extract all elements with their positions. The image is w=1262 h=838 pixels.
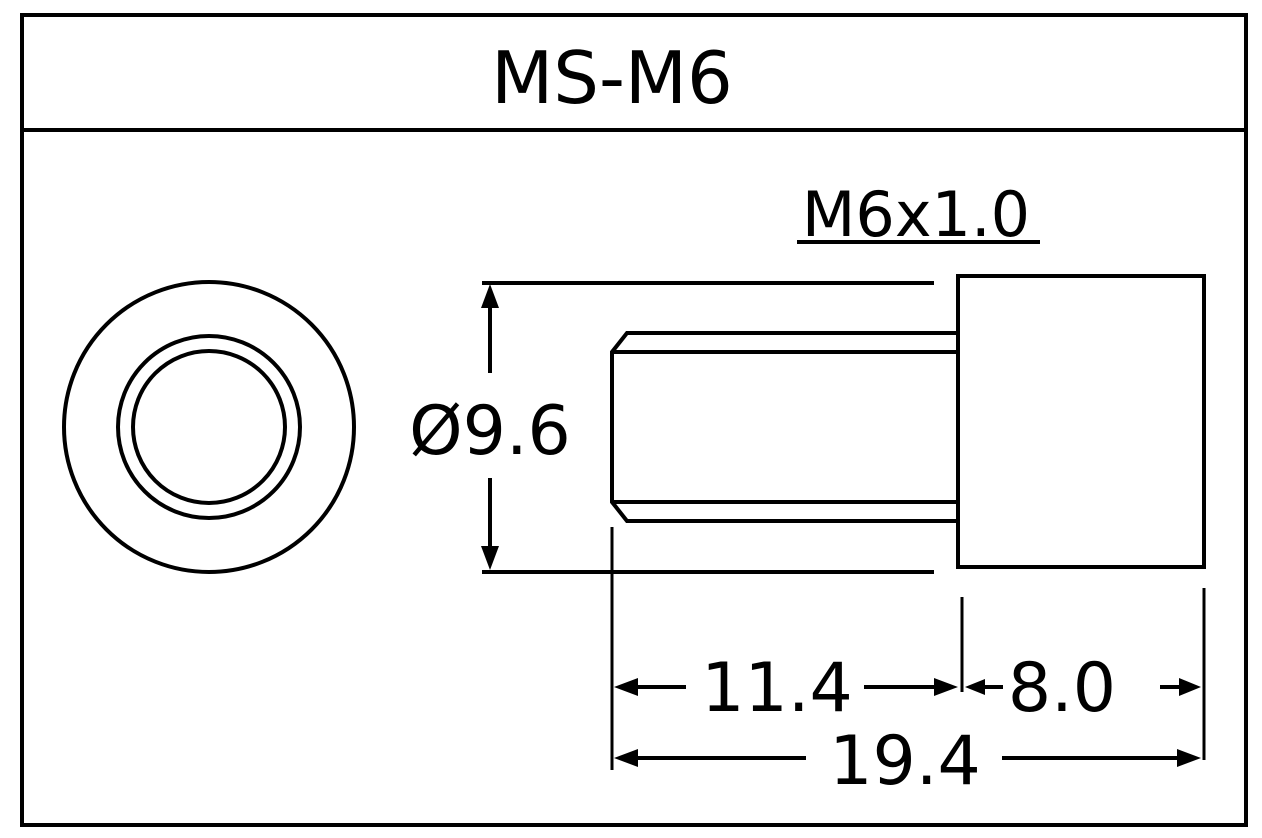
end-view (62, 280, 356, 574)
diameter-arrow-up (481, 284, 499, 308)
total-length-dimension: 19.4 (614, 722, 1201, 801)
thread-length-dimension: 11.4 (614, 649, 958, 728)
head-length-arrow-right (1179, 678, 1201, 696)
total-length-arrow-right (1177, 749, 1201, 767)
diameter-arrow-down (481, 546, 499, 570)
total-length-arrow-left (614, 749, 638, 767)
thread-length-value: 11.4 (701, 649, 852, 728)
head-length-arrow-left (965, 679, 985, 695)
screw-head (956, 274, 1206, 569)
head-length-value: 8.0 (1008, 649, 1116, 728)
shank-outline (610, 331, 958, 523)
end-view-inner-circle (131, 349, 287, 505)
part-title: MS-M6 (491, 36, 733, 120)
thread-length-arrow-left (614, 678, 638, 696)
end-view-middle-circle (116, 334, 302, 520)
threaded-shank (610, 331, 958, 523)
end-view-outer-circle (62, 280, 356, 574)
head-length-dimension: 8.0 (965, 649, 1201, 728)
diameter-dimension: Ø9.6 (409, 284, 571, 570)
diameter-value: Ø9.6 (409, 392, 571, 471)
total-length-value: 19.4 (829, 722, 980, 801)
drawing-frame (20, 13, 1248, 827)
thread-spec-label: M6x1.0 (802, 178, 1030, 251)
thread-length-arrow-right (934, 678, 958, 696)
